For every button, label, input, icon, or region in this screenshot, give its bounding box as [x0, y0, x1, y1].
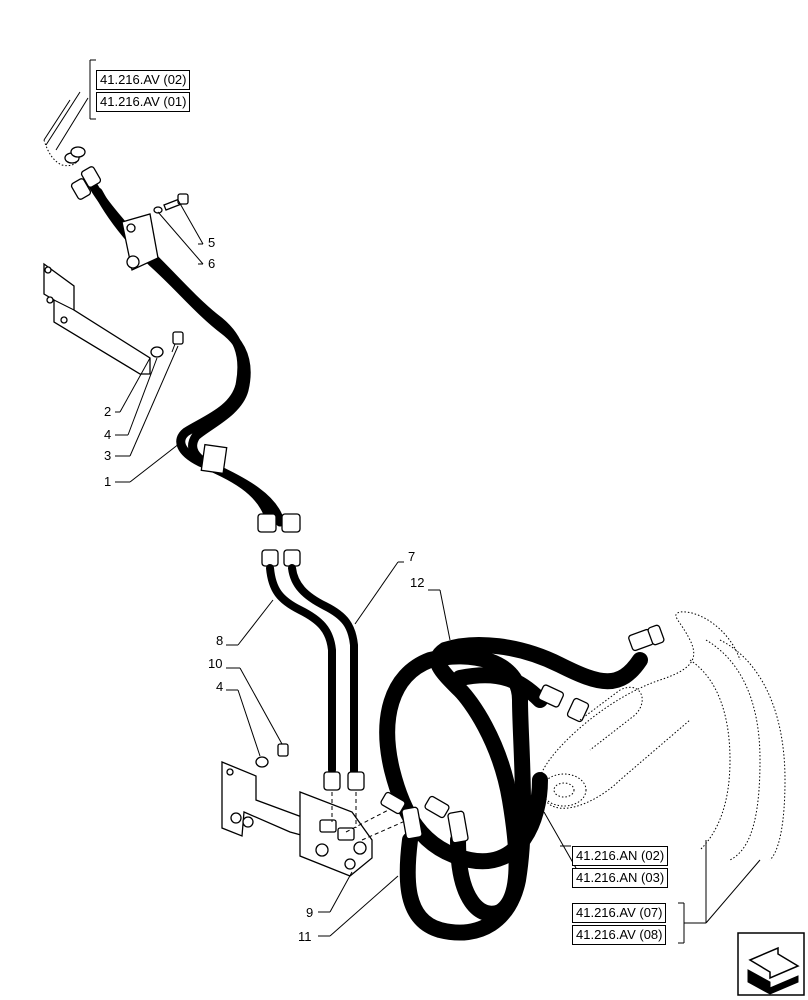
next-page-arrow-icon[interactable] [737, 932, 805, 996]
clamp-plate [121, 213, 159, 271]
callout-6: 6 [208, 256, 216, 271]
hose-11 [429, 637, 648, 922]
hose-fittings [380, 624, 665, 844]
callout-10: 10 [208, 656, 223, 671]
leader-2 [119, 357, 151, 413]
callout-1: 1 [104, 474, 112, 489]
leader-5 [177, 199, 204, 245]
leader-4a [127, 357, 158, 436]
ref-41-216-an-03[interactable]: 41.216.AN (03) [572, 868, 669, 888]
leader-12a [439, 589, 451, 641]
bolt-10 [277, 743, 289, 757]
callout-2: 2 [104, 404, 112, 419]
hydraulic-cylinder-outline [539, 611, 786, 861]
ref-41-216-av-02[interactable]: 41.216.AV (02) [96, 70, 191, 90]
lower-tube-pair [261, 549, 365, 791]
leader-ref-mid [543, 811, 577, 869]
leader-11 [329, 875, 399, 937]
ref-41-216-an-02[interactable]: 41.216.AN (02) [572, 846, 669, 866]
leader-10 [239, 667, 283, 745]
leader-7 [354, 561, 399, 625]
callout-8: 8 [216, 633, 224, 648]
ref-41-216-av-07[interactable]: 41.216.AV (07) [572, 903, 667, 923]
washer-4b [255, 756, 269, 768]
leader-9 [329, 871, 353, 913]
callout-11: 11 [298, 929, 312, 944]
hose-loop-outer [452, 667, 548, 708]
callout-12: 12 [410, 575, 425, 590]
washer-4a [150, 346, 164, 358]
callout-4a: 4 [104, 427, 112, 442]
bracket-9 [221, 761, 373, 877]
leader-4b [237, 689, 261, 757]
upper-tube-stub [43, 91, 89, 167]
callout-4b: 4 [216, 679, 224, 694]
callout-7: 7 [408, 549, 416, 564]
callout-3: 3 [104, 448, 112, 463]
bracket-2 [43, 262, 151, 375]
callout-5: 5 [208, 235, 216, 250]
leader-6 [157, 211, 204, 265]
leader-3 [129, 345, 179, 457]
leader-1 [129, 439, 185, 483]
top-reference-bracket [89, 59, 96, 120]
callout-ticks [115, 243, 404, 937]
callout-9: 9 [306, 905, 314, 920]
bolt-5 [153, 193, 189, 214]
bottom-reference-bracket [678, 840, 761, 944]
ref-41-216-av-08[interactable]: 41.216.AV (08) [572, 925, 667, 945]
bolt-3 [171, 331, 184, 353]
leader-8 [237, 599, 274, 646]
ref-41-216-av-01[interactable]: 41.216.AV (01) [96, 92, 191, 112]
